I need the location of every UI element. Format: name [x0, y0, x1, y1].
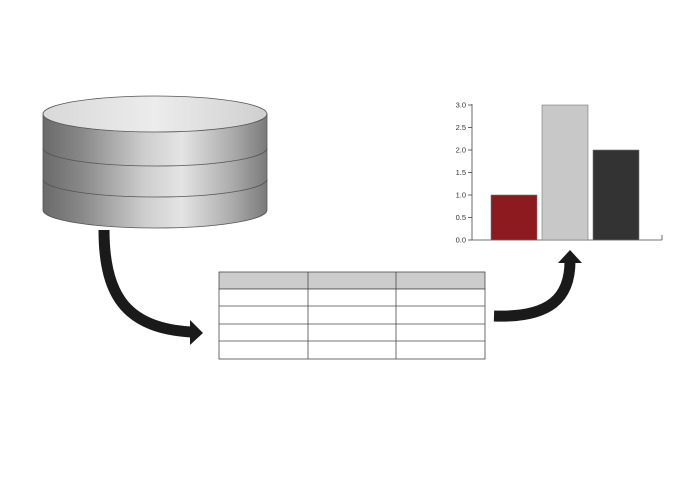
y-tick-label: 1.5 [456, 168, 466, 177]
table-header [218, 271, 486, 290]
database-disk-divider-1 [42, 147, 268, 167]
y-tick-label: 0.0 [456, 236, 466, 245]
database-disk-divider-2 [42, 178, 268, 198]
y-tick-label: 0.5 [456, 213, 466, 222]
database-top [42, 95, 268, 133]
curved-arrow-up-right-icon [493, 250, 582, 322]
bar [490, 194, 538, 241]
data-table [218, 271, 486, 360]
y-tick-label: 1.0 [456, 191, 466, 200]
bar-chart: 0.0 0.5 1.0 1.5 2.0 2.5 3.0 [456, 101, 663, 245]
y-tick-label: 2.5 [456, 123, 466, 132]
bar [541, 104, 589, 241]
curved-arrow-down-right-icon [98, 229, 203, 345]
database-icon [42, 95, 268, 229]
y-tick-label: 2.0 [456, 146, 466, 155]
y-tick-label: 3.0 [456, 101, 466, 110]
bar [592, 149, 640, 241]
database-body [42, 113, 268, 229]
